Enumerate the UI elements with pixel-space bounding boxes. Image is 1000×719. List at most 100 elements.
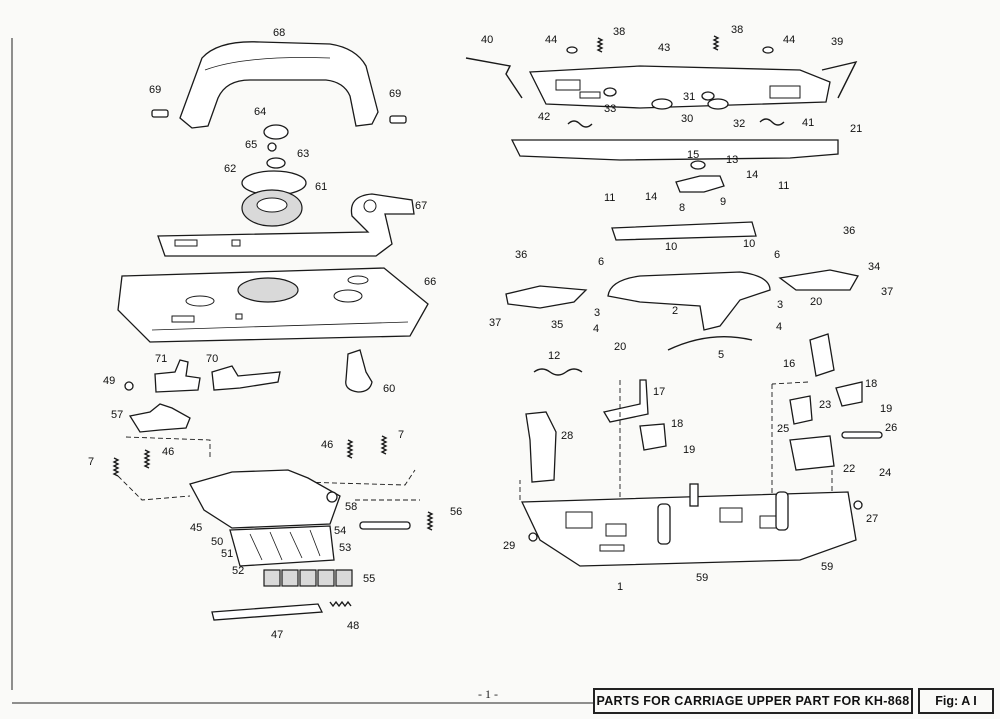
callout-label: 21 [850, 123, 862, 135]
screw-49 [124, 381, 134, 391]
carriage-top-plate [528, 65, 831, 109]
callout-label: 69 [389, 88, 401, 100]
screw-27 [853, 500, 863, 510]
callout-label: 55 [363, 573, 375, 585]
callout-label: 4 [593, 323, 599, 335]
callout-label: 17 [653, 386, 665, 398]
callout-label: 24 [879, 467, 891, 479]
carriage-base-plate [520, 491, 857, 567]
plate-21 [510, 139, 839, 161]
callout-label: 20 [614, 341, 626, 353]
callout-label: 48 [347, 620, 359, 632]
callout-label: 23 [819, 399, 831, 411]
page-number: - 1 - [478, 687, 498, 701]
callout-label: 50 [211, 536, 223, 548]
cam-plate-frame [189, 469, 341, 529]
callout-label: 43 [658, 42, 670, 54]
callout-label: 28 [561, 430, 573, 442]
callout-label: 30 [681, 113, 693, 125]
callout-label: 47 [271, 629, 283, 641]
plate-8 [611, 221, 757, 241]
callout-label: 6 [598, 256, 604, 268]
spring-38-left [596, 37, 604, 53]
callout-label: 52 [232, 565, 244, 577]
callout-label: 36 [843, 225, 855, 237]
knob-cap [263, 124, 289, 140]
screw-29 [528, 532, 538, 542]
callout-label: 19 [683, 444, 695, 456]
post-59-left [657, 503, 671, 545]
callout-label: 6 [774, 249, 780, 261]
callout-label: 37 [489, 317, 501, 329]
callout-label: 12 [548, 350, 560, 362]
upper-cover-plate [157, 193, 415, 257]
callout-label: 20 [810, 296, 822, 308]
callout-label: 54 [334, 525, 346, 537]
callout-label: 8 [679, 202, 685, 214]
handle-pin-left [151, 109, 169, 118]
callout-label: 71 [155, 353, 167, 365]
spring-46-right [346, 439, 354, 459]
callout-label: 18 [671, 418, 683, 430]
bracket-28 [525, 411, 557, 483]
callout-label: 7 [88, 456, 94, 468]
callout-label: 49 [103, 375, 115, 387]
callout-label: 4 [776, 321, 782, 333]
callout-label: 19 [880, 403, 892, 415]
callout-label: 34 [868, 261, 880, 273]
callout-label: 7 [398, 429, 404, 441]
lever-13 [675, 175, 725, 193]
callout-label: 37 [881, 286, 893, 298]
callout-label: 39 [831, 36, 843, 48]
callout-label: 29 [503, 540, 515, 552]
callout-label: 65 [245, 139, 257, 151]
bracket-22 [789, 435, 835, 471]
wire-39 [821, 60, 858, 99]
spring-7-left [112, 457, 120, 477]
screw-58 [326, 491, 338, 503]
callout-label: 10 [665, 241, 677, 253]
callout-label: 31 [683, 91, 695, 103]
plate-2 [607, 271, 771, 331]
callout-label: 3 [777, 299, 783, 311]
lever-34 [778, 269, 860, 291]
bracket-17 [602, 379, 649, 423]
spring-38-right [712, 35, 720, 51]
spring-48 [329, 600, 352, 608]
callout-label: 11 [778, 180, 789, 192]
callout-label: 9 [720, 196, 726, 208]
callout-label: 1 [617, 581, 623, 593]
callout-label: 42 [538, 111, 550, 123]
callout-label: 32 [733, 118, 745, 130]
callout-label: 38 [731, 24, 743, 36]
callout-label: 14 [645, 191, 657, 203]
callout-label: 46 [162, 446, 174, 458]
bracket-18-right [835, 381, 863, 407]
callout-label: 27 [866, 513, 878, 525]
bracket-18 [639, 423, 667, 451]
button-slide-47 [211, 603, 324, 621]
callout-label: 58 [345, 501, 357, 513]
title-block: PARTS FOR CARRIAGE UPPER PART FOR KH-868 [593, 688, 913, 714]
lever-35 [505, 285, 588, 309]
callout-label: 11 [604, 192, 615, 204]
handle-pin-right [389, 115, 407, 124]
callout-label: 25 [777, 423, 789, 435]
callout-label: 26 [885, 422, 897, 434]
post-59-right [775, 491, 789, 531]
selector-knob [345, 349, 373, 393]
cam-plates-50-54 [229, 525, 335, 567]
callout-label: 38 [613, 26, 625, 38]
pin-56 [359, 521, 411, 530]
bracket-23 [789, 395, 813, 425]
nut-44-left [566, 46, 578, 54]
callout-label: 14 [746, 169, 758, 181]
callout-label: 22 [843, 463, 855, 475]
callout-label: 45 [190, 522, 202, 534]
bracket-16 [809, 333, 835, 377]
callout-label: 68 [273, 27, 285, 39]
bracket-57 [128, 403, 191, 433]
callout-label: 59 [821, 561, 833, 573]
callout-label: 16 [783, 358, 795, 370]
